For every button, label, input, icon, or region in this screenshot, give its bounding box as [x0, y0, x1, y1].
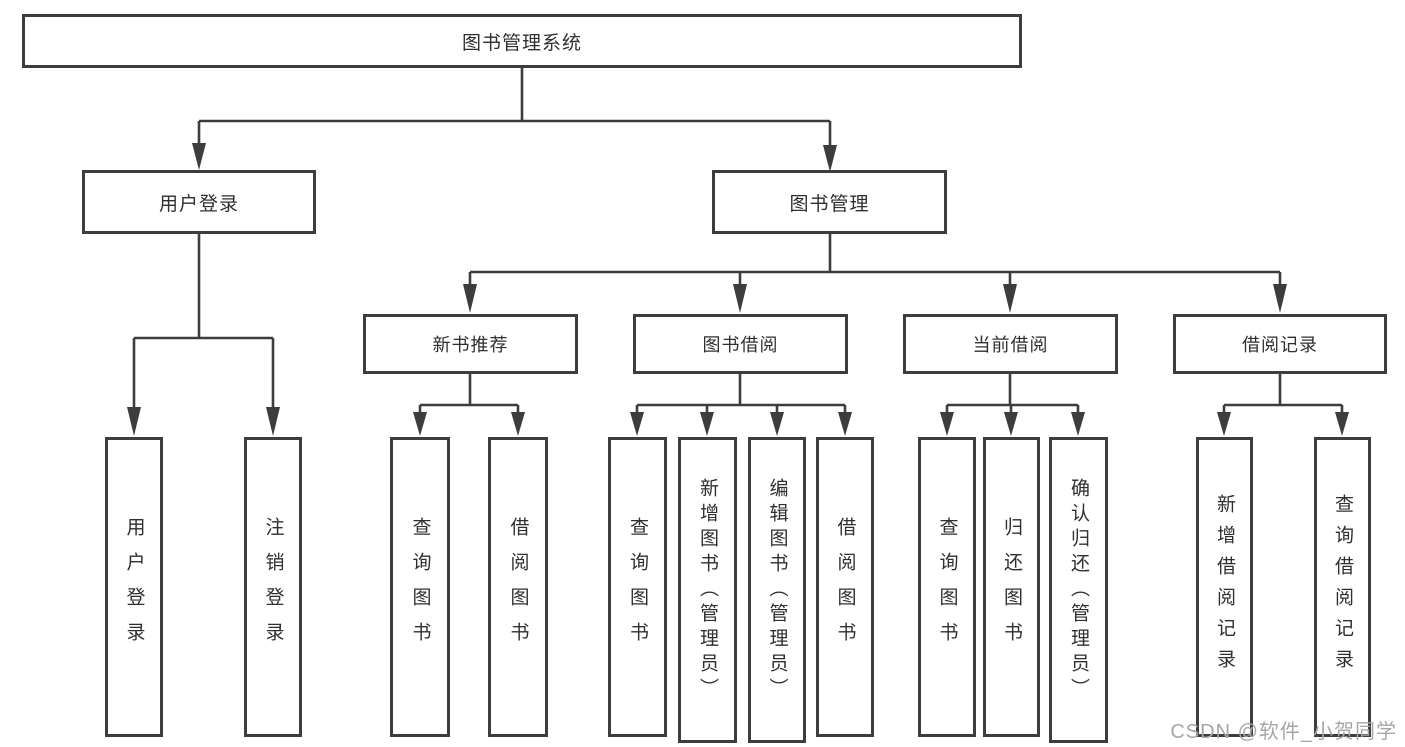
leaf-return-books: 归还图书: [983, 437, 1040, 737]
leaf-query-books-2: 查询图书: [608, 437, 667, 737]
leaf-add-books-admin: 新增图书（管理员）: [678, 437, 737, 743]
watermark: CSDN @软件_小贺同学: [1170, 721, 1397, 743]
leaf-query-books-3: 查询图书: [918, 437, 976, 737]
leaf-confirm-return-admin: 确认归还（管理员）: [1049, 437, 1108, 743]
node-user-login: 用户登录: [82, 170, 316, 234]
leaf-query-borrow-record: 查询借阅记录: [1314, 437, 1371, 737]
node-root: 图书管理系统: [22, 14, 1022, 68]
arrowheads: [127, 143, 1349, 436]
node-book-management: 图书管理: [712, 170, 947, 234]
node-book-borrowing: 图书借阅: [633, 314, 848, 374]
node-new-book-recommend: 新书推荐: [363, 314, 578, 374]
node-borrow-records: 借阅记录: [1173, 314, 1387, 374]
leaf-borrow-books-2: 借阅图书: [816, 437, 874, 737]
leaf-query-books-1: 查询图书: [390, 437, 450, 737]
leaf-logout-login: 注销登录: [244, 437, 302, 737]
leaf-borrow-books-1: 借阅图书: [488, 437, 548, 737]
leaf-user-login: 用户登录: [105, 437, 163, 737]
leaf-edit-books-admin: 编辑图书（管理员）: [748, 437, 806, 743]
node-current-borrowing: 当前借阅: [903, 314, 1118, 374]
leaf-add-borrow-record: 新增借阅记录: [1196, 437, 1253, 737]
